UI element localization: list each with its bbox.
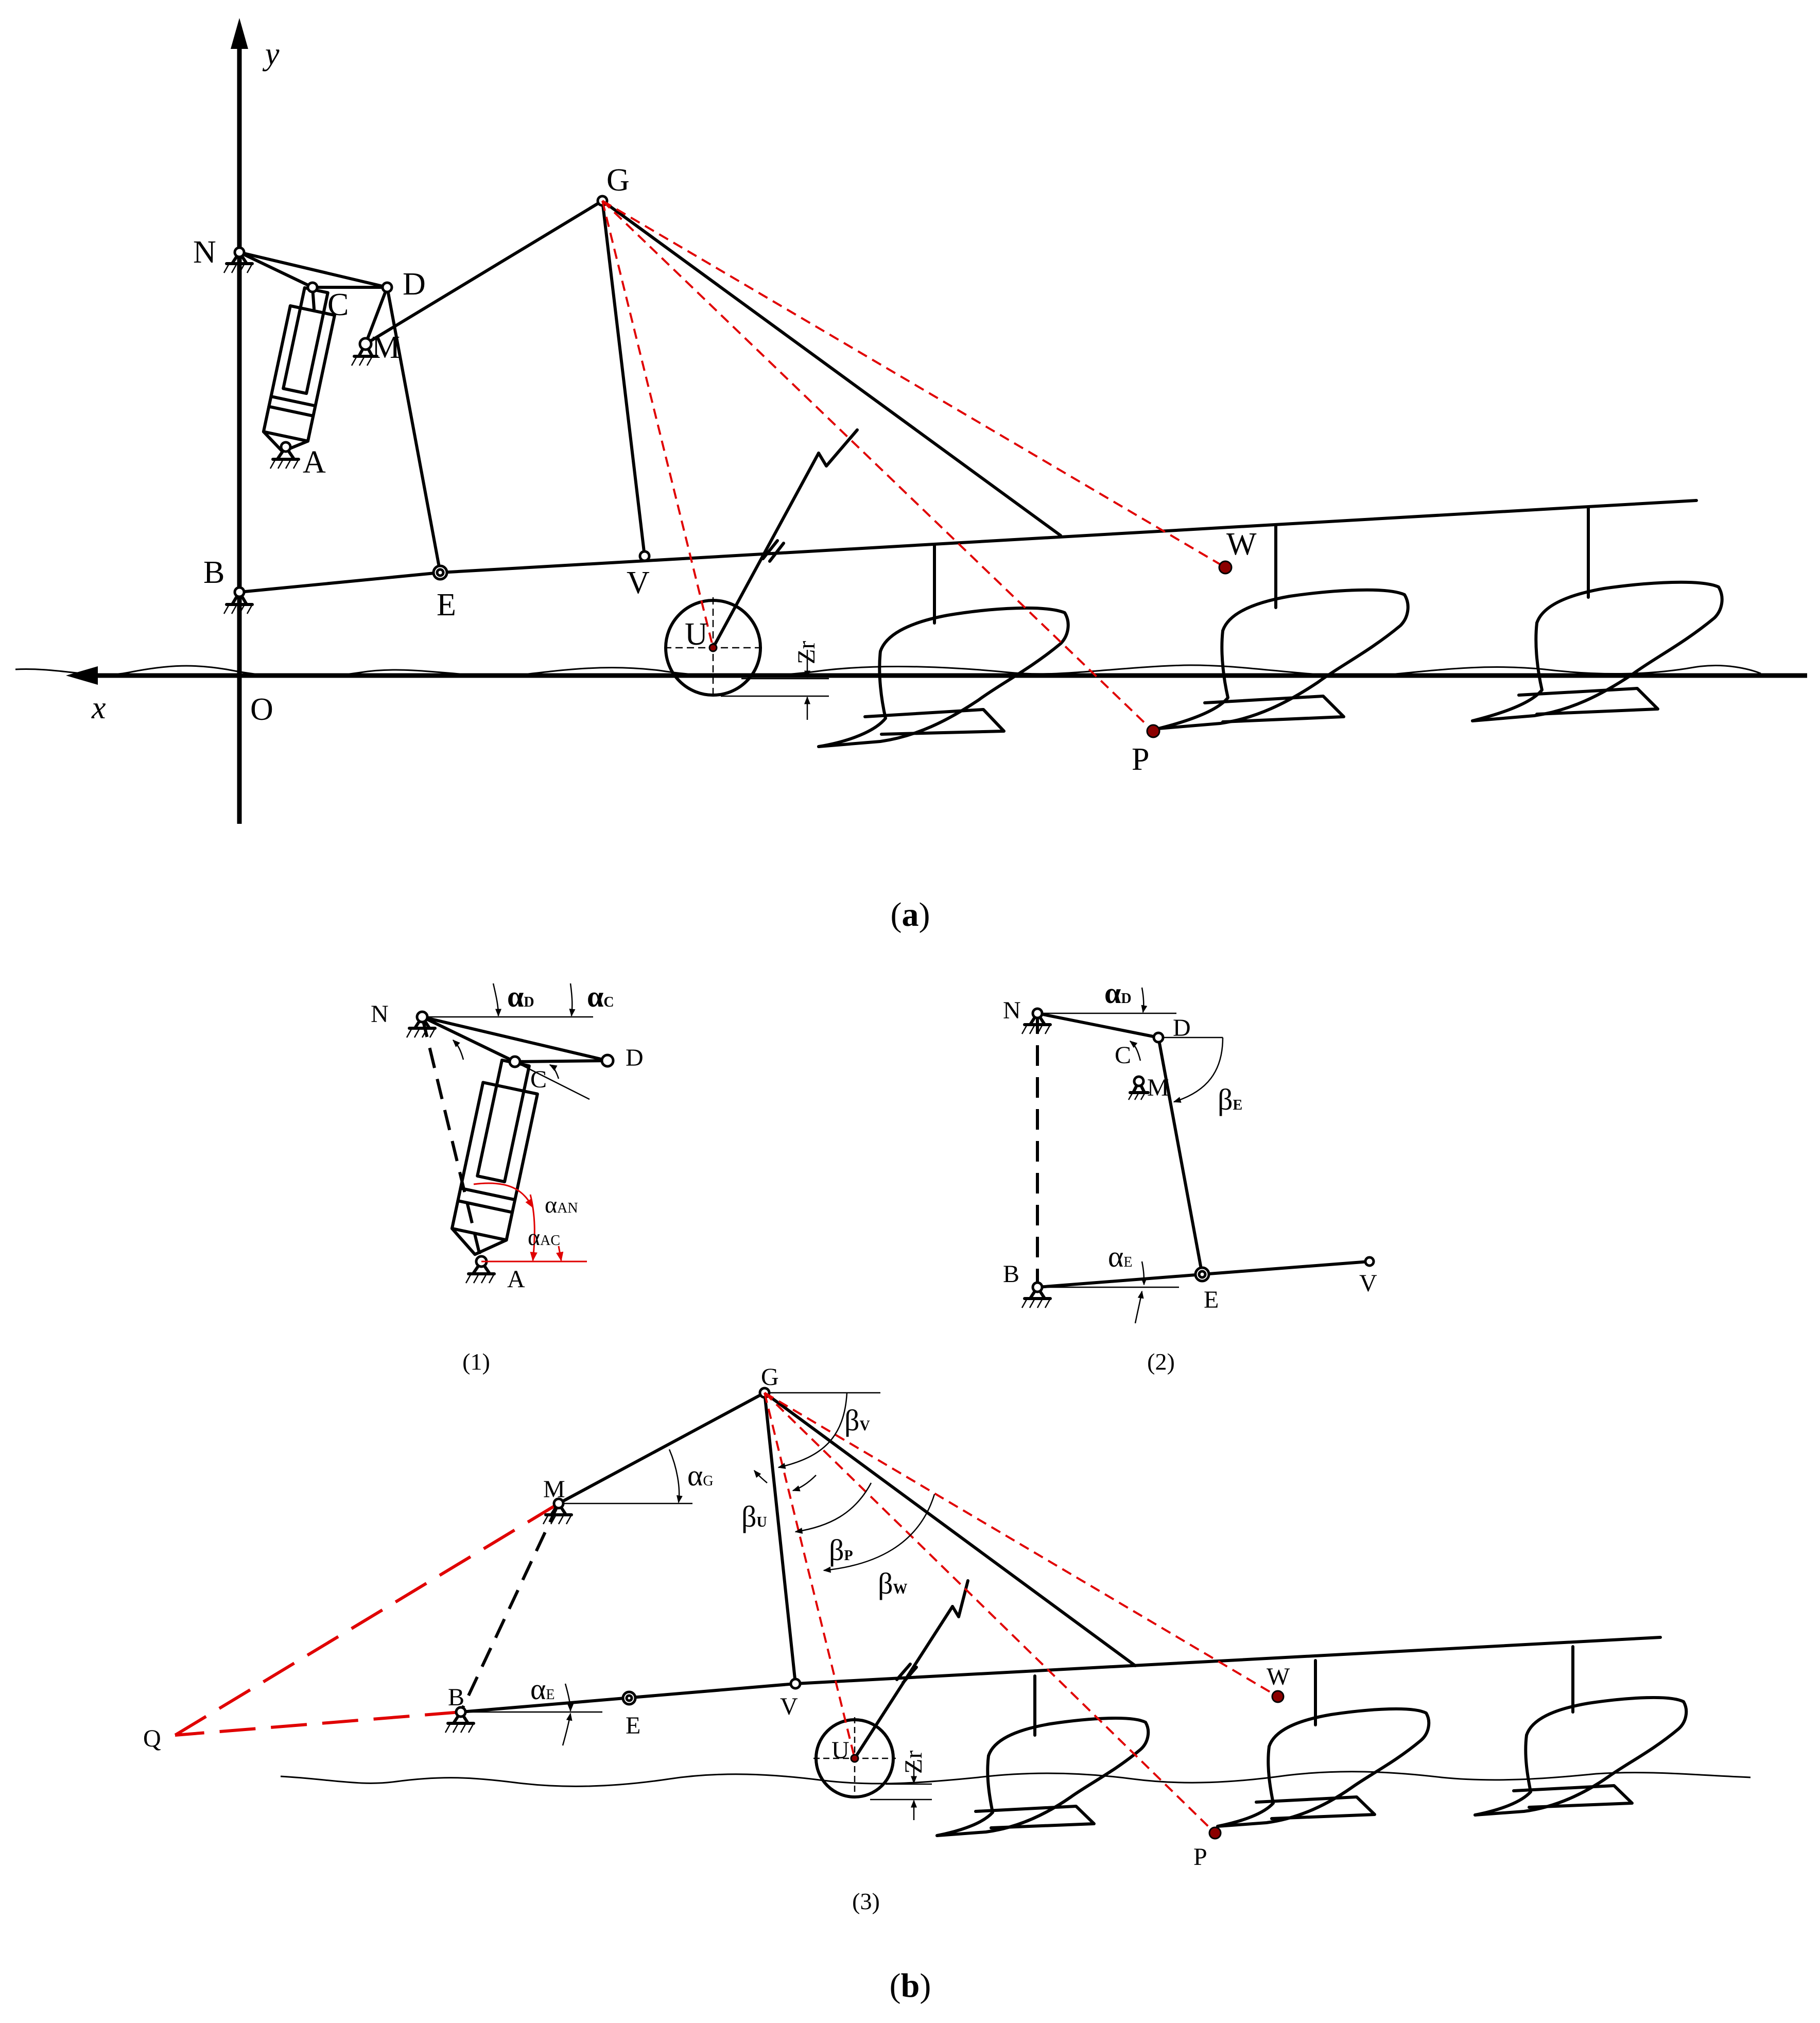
b3-angle-beta-V: βV [844, 1404, 870, 1437]
b2-label-C: C [1115, 1042, 1131, 1069]
red-line-GU [601, 200, 714, 648]
label-E: E [437, 587, 456, 623]
b1-label-D: D [626, 1044, 644, 1071]
red-line-GW [601, 200, 1226, 568]
b2-angle-alpha-D: αD [1104, 976, 1132, 1010]
b1-angle-alpha-C: αC [587, 980, 614, 1013]
red-line-GP [601, 200, 1154, 732]
label-A: A [303, 445, 326, 480]
b3-angle-beta-U: βU [741, 1500, 767, 1533]
link-ND [238, 251, 389, 289]
b1-angle-alpha-D: αD [507, 980, 534, 1013]
b2-label-V: V [1359, 1270, 1377, 1297]
joint-M [358, 337, 373, 351]
panel-b2: N D C M B E V αD βE αE (2) [1003, 976, 1377, 1375]
panel-b1: N D C A αD αC αAN αAC (1) [371, 980, 644, 1375]
plough-body-2 [1157, 588, 1410, 730]
b1-angle-alpha-AN: αAN [545, 1191, 578, 1218]
caption-b3: (3) [852, 1888, 880, 1914]
b3-label-G: G [761, 1363, 779, 1391]
b2-label-M: M [1147, 1074, 1169, 1101]
b1-angle-alpha-AC: αAC [528, 1224, 560, 1250]
link-GV [601, 199, 646, 558]
caption-b2: (2) [1147, 1348, 1175, 1375]
plough-body-3 [1471, 580, 1724, 722]
label-V: V [627, 565, 650, 600]
b3-label-U: U [831, 1737, 850, 1764]
plough-beam [439, 499, 1698, 574]
x-axis-label: x [91, 690, 106, 725]
link-DE [386, 286, 442, 574]
label-D: D [403, 267, 426, 302]
caption-a: (a) [891, 896, 930, 933]
b1-label-N: N [371, 1000, 389, 1028]
label-G: G [606, 163, 630, 198]
point-W [1218, 560, 1233, 575]
joint-N [233, 246, 246, 258]
b3-angle-beta-W: βW [878, 1567, 908, 1600]
label-U: U [685, 617, 708, 652]
label-M: M [372, 330, 400, 365]
label-W: W [1226, 527, 1257, 562]
b3-label-V: V [780, 1693, 798, 1720]
joint-C [306, 281, 319, 293]
b3-label-W: W [1267, 1663, 1290, 1690]
plough-body-1 [817, 606, 1070, 748]
label-N: N [193, 235, 216, 270]
b2-label-B: B [1003, 1260, 1019, 1288]
panel-b3: Zr G M [143, 1363, 1751, 2004]
label-B: B [203, 555, 224, 590]
lower-link-BE [238, 571, 442, 594]
b3-label-E: E [626, 1712, 640, 1739]
joint-V [638, 550, 651, 562]
plough-body-b3-1 [935, 1716, 1150, 1837]
plough-body-b3-2 [1216, 1707, 1431, 1828]
label-C: C [327, 287, 349, 322]
link-G-frame [601, 199, 1062, 537]
caption-b: (b) [890, 1967, 931, 2004]
x-axis-arrow [66, 666, 98, 685]
b3-label-B: B [448, 1684, 464, 1711]
plough-body-b3-3 [1474, 1696, 1688, 1817]
b3-label-M: M [543, 1476, 565, 1503]
zr-label-a: Zr [793, 641, 820, 664]
label-P: P [1132, 742, 1149, 777]
origin-label: O [250, 692, 273, 727]
b2-label-N: N [1003, 997, 1021, 1024]
b2-angle-beta-E: βE [1218, 1083, 1242, 1116]
b3-angle-alpha-G: αG [687, 1459, 714, 1492]
b1-label-A: A [507, 1266, 525, 1293]
link-NC [238, 251, 314, 289]
joint-B [233, 586, 246, 598]
b3-label-Q: Q [143, 1725, 161, 1752]
point-P [1146, 724, 1160, 738]
b3-angle-alpha-E: αE [530, 1672, 555, 1706]
soil-surface-line-a [15, 664, 1761, 678]
joint-D [381, 281, 393, 293]
caption-b1: (1) [462, 1348, 490, 1375]
wheel-arm-hatch [761, 539, 785, 563]
wheel-arm-break [817, 428, 859, 468]
wheel-arm [712, 452, 820, 649]
b3-label-P: P [1193, 1843, 1207, 1871]
b3-angle-beta-P: βP [829, 1533, 853, 1567]
b2-label-E: E [1204, 1286, 1219, 1313]
link-M-D [364, 286, 389, 345]
b2-angle-alpha-E: αE [1108, 1240, 1133, 1273]
y-axis-label: y [262, 37, 280, 72]
link-MG [364, 199, 604, 345]
joint-E-inner [436, 568, 445, 577]
zr-label-b3: Zr [900, 1751, 927, 1774]
b2-label-D: D [1173, 1014, 1191, 1042]
point-U [708, 643, 718, 652]
y-axis-arrow [231, 18, 248, 49]
panel-a: y x O [15, 18, 1807, 933]
joint-A [280, 441, 292, 453]
b1-label-C: C [530, 1066, 547, 1093]
